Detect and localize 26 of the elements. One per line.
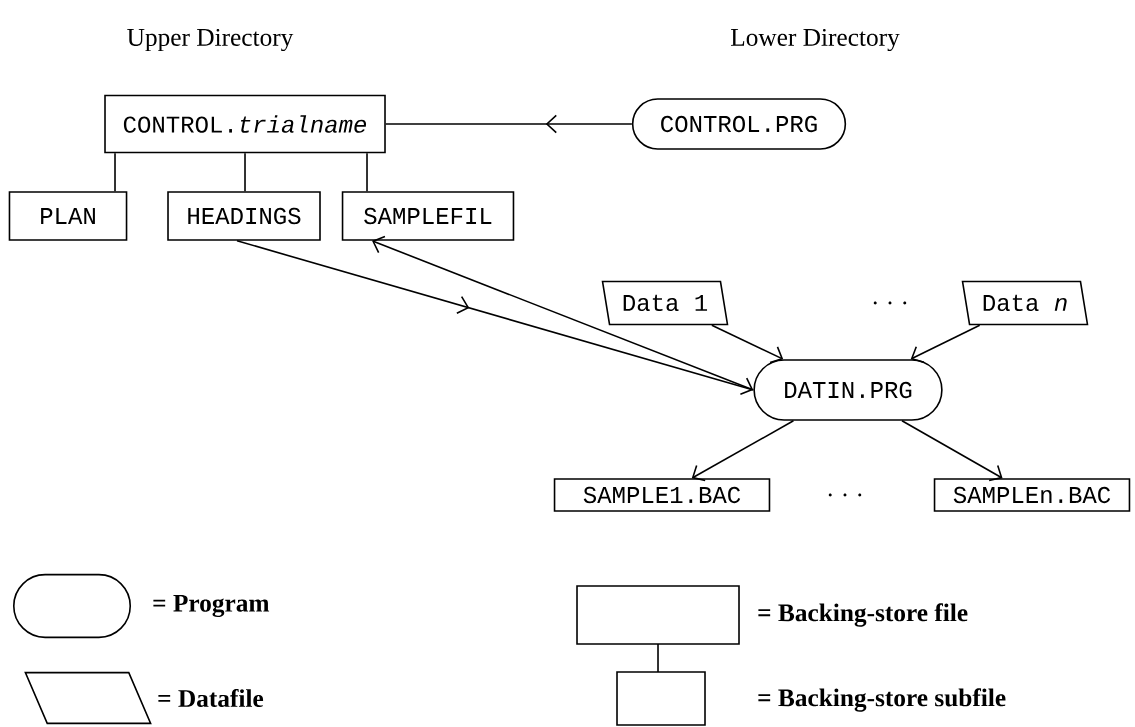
file-box: SAMPLEFIL xyxy=(341,191,515,241)
legend-text: = Backing-store file xyxy=(758,603,968,627)
arrow xyxy=(910,324,981,364)
legend-text: = Datafile xyxy=(158,688,264,708)
connector-line xyxy=(366,152,368,192)
arrow xyxy=(901,420,1003,482)
file-box: SAMPLEn.BAC xyxy=(933,478,1131,512)
legend-text: = Program xyxy=(153,594,270,618)
file-box: PLAN xyxy=(8,191,128,241)
connector-line xyxy=(244,152,246,192)
legend-text: = Backing-store subfile xyxy=(758,688,1006,712)
column-heading: Upper Directory xyxy=(127,28,294,52)
datafile-box: Data 1 xyxy=(601,280,729,326)
connector-line xyxy=(114,152,116,192)
file-box: HEADINGS xyxy=(167,191,321,241)
program-box: CONTROL.PRG xyxy=(631,98,847,150)
arrow xyxy=(691,420,795,482)
datafile-box: Data n xyxy=(961,280,1089,326)
file-box: SAMPLE1.BAC xyxy=(553,478,771,512)
file-box: CONTROL.trialname xyxy=(104,94,386,154)
column-heading: Lower Directory xyxy=(731,28,900,52)
ellipsis: . . . xyxy=(828,493,862,497)
arrow xyxy=(372,235,754,396)
program-box: DATIN.PRG xyxy=(753,359,943,421)
arrow xyxy=(711,324,784,364)
ellipsis: . . . xyxy=(873,301,907,305)
